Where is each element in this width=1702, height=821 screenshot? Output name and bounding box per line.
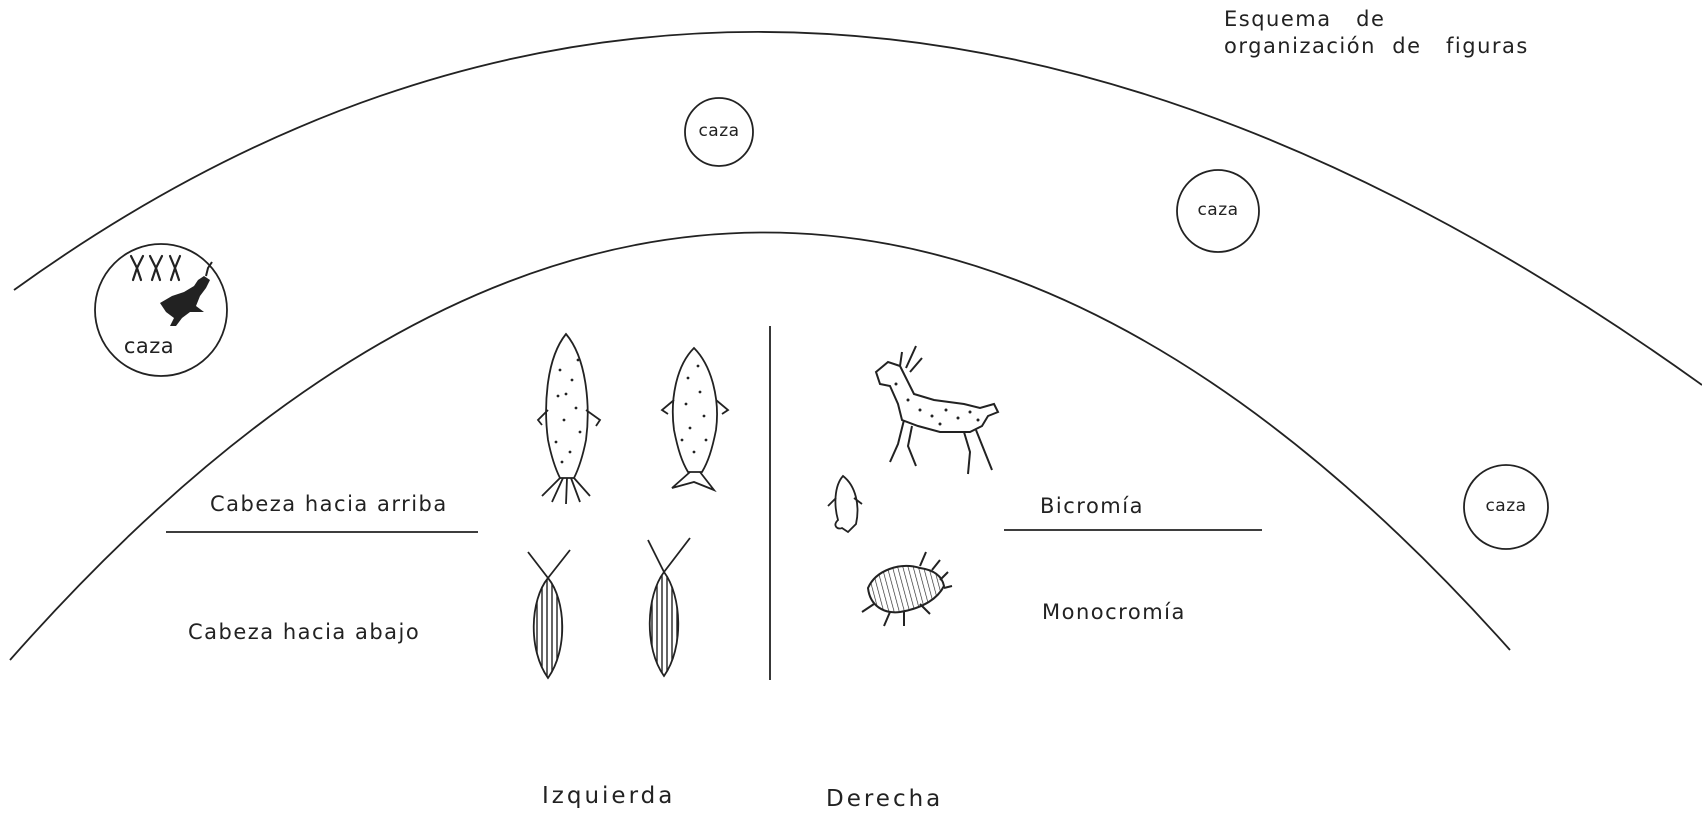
insect-icon	[648, 538, 690, 676]
left-side-label: Izquierda	[542, 783, 675, 809]
caza-label-left: caza	[117, 334, 181, 358]
inner-arc	[10, 232, 1510, 660]
outer-arc	[14, 32, 1702, 385]
small-fish-icon	[828, 476, 862, 532]
insect-icon	[528, 550, 570, 678]
title-line-2: organización de figuras	[1224, 33, 1529, 60]
diagram-title: Esquema de organización de figuras	[1224, 6, 1529, 60]
fish-icon	[662, 348, 728, 490]
bichrome-label: Bicromía	[1040, 494, 1144, 518]
caza-label-far-right: caza	[1484, 496, 1528, 516]
heads-down-label: Cabeza hacia abajo	[188, 620, 420, 644]
running-animal-icon	[160, 262, 212, 326]
heads-up-label: Cabeza hacia arriba	[210, 492, 448, 516]
right-side-label: Derecha	[826, 786, 943, 812]
monochrome-label: Monocromía	[1042, 600, 1186, 624]
caza-label-right: caza	[1196, 200, 1240, 220]
title-line-1: Esquema de	[1224, 6, 1529, 33]
hedgehog-animal-icon	[862, 552, 952, 626]
human-figures-icon	[131, 256, 180, 280]
deer-icon	[876, 346, 998, 474]
fish-icon	[538, 334, 600, 504]
caza-label-top: caza	[697, 121, 741, 141]
